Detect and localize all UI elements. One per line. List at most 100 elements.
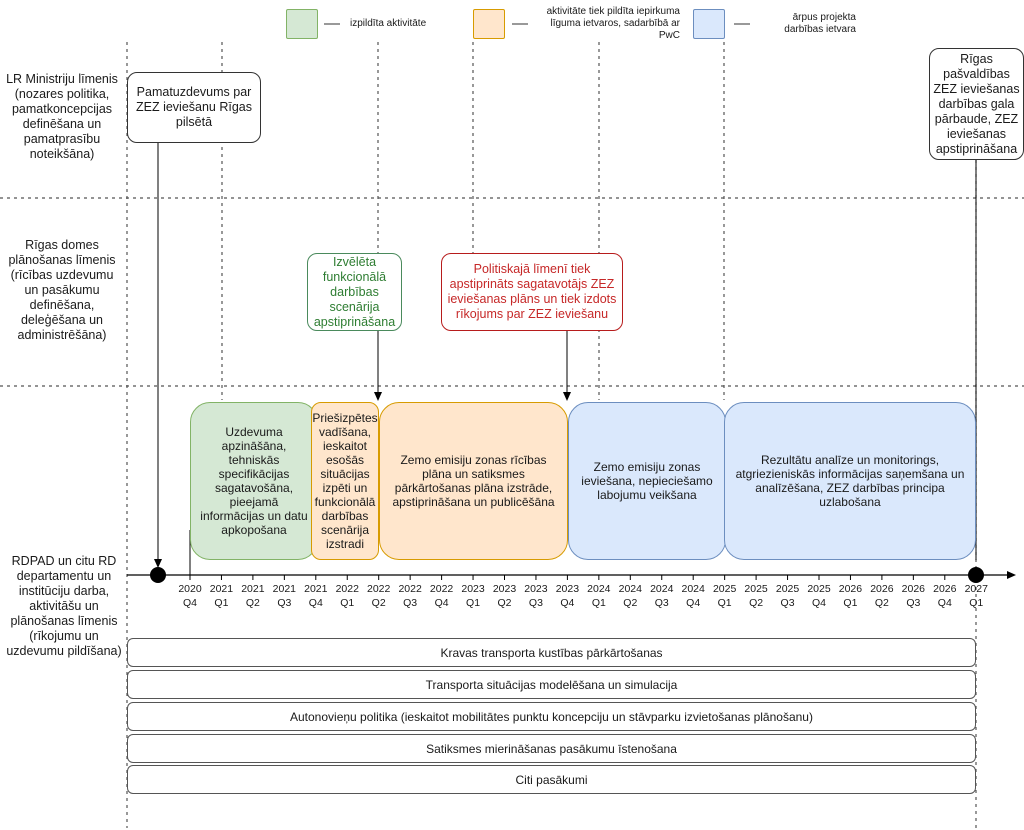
timeline-year: 2026 [933,583,957,595]
timeline-quarter: Q3 [780,597,795,609]
activity-action-plan: Zemo emisiju zonas rīcības plāna un sati… [379,402,568,560]
timeline-quarter: Q2 [371,597,386,609]
level-label-ministry: LR Ministriju līmenis (nozares politika,… [6,72,118,161]
timeline-arrowhead [1007,571,1016,579]
legend-label-contract: aktivitāte tiek pildīta iepirkuma līguma… [546,6,680,41]
timeline-quarter: Q1 [466,597,481,609]
callout-ministry-end: Rīgas pašvaldības ZEZ ieviešanas darbība… [929,48,1024,160]
callout-council-green: Izvēlēta funkcionālā darbības scenārija … [307,253,402,331]
timeline-year: 2026 [838,583,863,595]
timeline-year: 2026 [870,583,894,595]
legend-swatch-contract [473,9,505,39]
timeline-year: 2025 [807,583,831,595]
timeline-quarter: Q2 [623,597,638,609]
timeline-quarter: Q2 [874,597,889,609]
timeline-year: 2022 [367,583,391,595]
timeline-year: 2022 [398,583,422,595]
timeline-year: 2023 [461,583,485,595]
legend-label-done: izpildīta aktivitāte [350,18,427,29]
bar-freight-traffic: Kravas transporta kustības pārkārtošanas [127,638,976,667]
timeline-year: 2024 [681,583,705,595]
timeline-year: 2025 [775,583,800,595]
timeline-quarter: Q4 [434,597,449,609]
timeline-quarter: Q1 [969,597,984,609]
timeline-quarter: Q4 [811,597,826,609]
activity-implementation: Zemo emisiju zonas ieviešana, nepiecieša… [568,402,726,560]
bar-other-measures: Citi pasākumi [127,765,976,794]
timeline-year: 2021 [304,583,328,595]
bar-traffic-calming: Satiksmes mierināšanas pasākumu īstenoša… [127,734,976,763]
activity-monitoring: Rezultātu analīze un monitorings, atgrie… [724,402,976,560]
timeline-year: 2025 [712,583,737,595]
timeline-year: 2023 [524,583,548,595]
timeline-quarter: Q4 [560,597,575,609]
timeline-quarter: Q2 [497,597,512,609]
timeline-quarter: Q4 [686,597,701,609]
callout-council-red: Politiskajā līmenī tiek apstiprināts sag… [441,253,623,331]
timeline-quarter: Q3 [403,597,418,609]
timeline-quarter: Q3 [906,597,921,609]
legend-swatch-outside [693,9,725,39]
start-milestone-dot [150,567,166,583]
timeline-quarter: Q3 [277,597,292,609]
timeline-year: 2022 [335,583,359,595]
legend-swatch-done [286,9,318,39]
callout-ministry-start: Pamatuzdevums par ZEZ ieviešanu Rīgas pi… [127,72,261,143]
timeline-year: 2026 [901,583,926,595]
timeline-quarter: Q1 [717,597,732,609]
timeline-quarter: Q1 [340,597,355,609]
timeline-year: 2024 [650,583,674,595]
timeline-year: 2021 [272,583,297,595]
timeline-year: 2022 [429,583,454,595]
timeline-quarter: Q3 [528,597,543,609]
timeline-year: 2024 [618,583,642,595]
timeline-quarter: Q1 [214,597,229,609]
timeline-quarter: Q1 [843,597,858,609]
bar-car-policy: Autonovieņu politika (ieskaitot mobilitā… [127,702,976,731]
activity-task-identification: Uzdevuma apzināšāna, tehniskās specifikā… [190,402,318,560]
timeline-quarter: Q4 [182,597,197,609]
timeline-quarter: Q4 [308,597,323,609]
level-label-departments: RDPAD un citu RD departamentu un institū… [6,554,122,658]
bar-transport-modelling: Transporta situācijas modelēšana un simu… [127,670,976,699]
timeline-year: 2021 [209,583,234,595]
timeline-year: 2023 [555,583,580,595]
timeline-year: 2027 [964,583,988,595]
timeline-year: 2020 [178,583,202,595]
timeline-quarter: Q2 [245,597,260,609]
timeline-quarter: Q1 [591,597,606,609]
level-label-council: Rīgas domes plānošanas līmenis (rīcības … [8,238,116,342]
timeline-year: 2024 [587,583,611,595]
timeline-quarter: Q2 [749,597,764,609]
timeline-year: 2023 [492,583,517,595]
timeline-quarter: Q3 [654,597,669,609]
legend-label-outside: ārpus projekta darbības ietvara [784,12,856,35]
